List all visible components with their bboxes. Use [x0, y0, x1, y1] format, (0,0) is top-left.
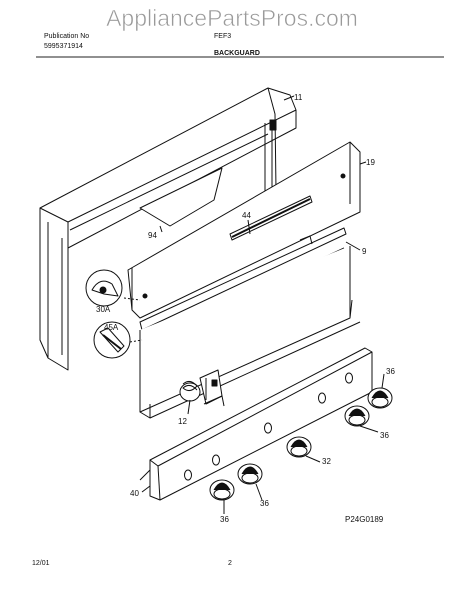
diagram-drawing: [39, 87, 393, 514]
callout-36-bottom: 36: [220, 515, 229, 524]
watermark-text: AppliancePartsPros.com: [106, 5, 358, 31]
part-45a-screw-callout: [93, 321, 143, 359]
leader-32: [305, 455, 321, 463]
knob-36-top-right: [367, 387, 393, 409]
callout-32: 32: [322, 457, 331, 466]
header-model: FEF3: [214, 33, 231, 40]
header-section-title: BACKGUARD: [214, 50, 260, 57]
callout-9: 9: [362, 247, 367, 256]
leader-36-right: [359, 425, 379, 433]
knob-36-bottom-left: [209, 479, 235, 501]
part-94-insulation-pad: [139, 167, 223, 227]
leader-94: [159, 225, 163, 233]
callout-36-top: 36: [386, 367, 395, 376]
leader-12: [187, 399, 191, 415]
knob-32-center: [286, 436, 312, 458]
leader-40: [141, 485, 151, 493]
callout-19: 19: [366, 158, 375, 167]
knob-36-right: [344, 405, 370, 427]
callout-36-right: 36: [380, 431, 389, 440]
callout-36-center: 36: [260, 499, 269, 508]
knob-36-center-left: [237, 463, 263, 485]
leader-19: [359, 161, 367, 165]
footer-date: 12/01: [32, 560, 50, 567]
leader-11: [283, 95, 295, 101]
leader-36-top: [381, 373, 385, 389]
callout-44: 44: [242, 211, 251, 220]
callout-11: 11: [294, 93, 303, 102]
header-publication-label: Publication No: [44, 33, 89, 40]
callout-12: 12: [178, 417, 187, 426]
leader-9: [345, 241, 361, 251]
header-publication-number: 5995371914: [44, 43, 83, 50]
callout-30a: 30A: [96, 305, 111, 314]
footer-page-number: 2: [228, 560, 232, 567]
part-44-trim-strip: [229, 195, 313, 241]
control-panel-housing: [139, 246, 361, 419]
callout-40: 40: [130, 489, 139, 498]
leader-36-center: [255, 483, 263, 501]
callout-94: 94: [148, 231, 157, 240]
callout-45a: 45A: [104, 323, 119, 332]
diagram-code: P24G0189: [345, 515, 384, 524]
part-30a-clip-callout: [85, 269, 141, 307]
leader-44: [247, 219, 251, 235]
